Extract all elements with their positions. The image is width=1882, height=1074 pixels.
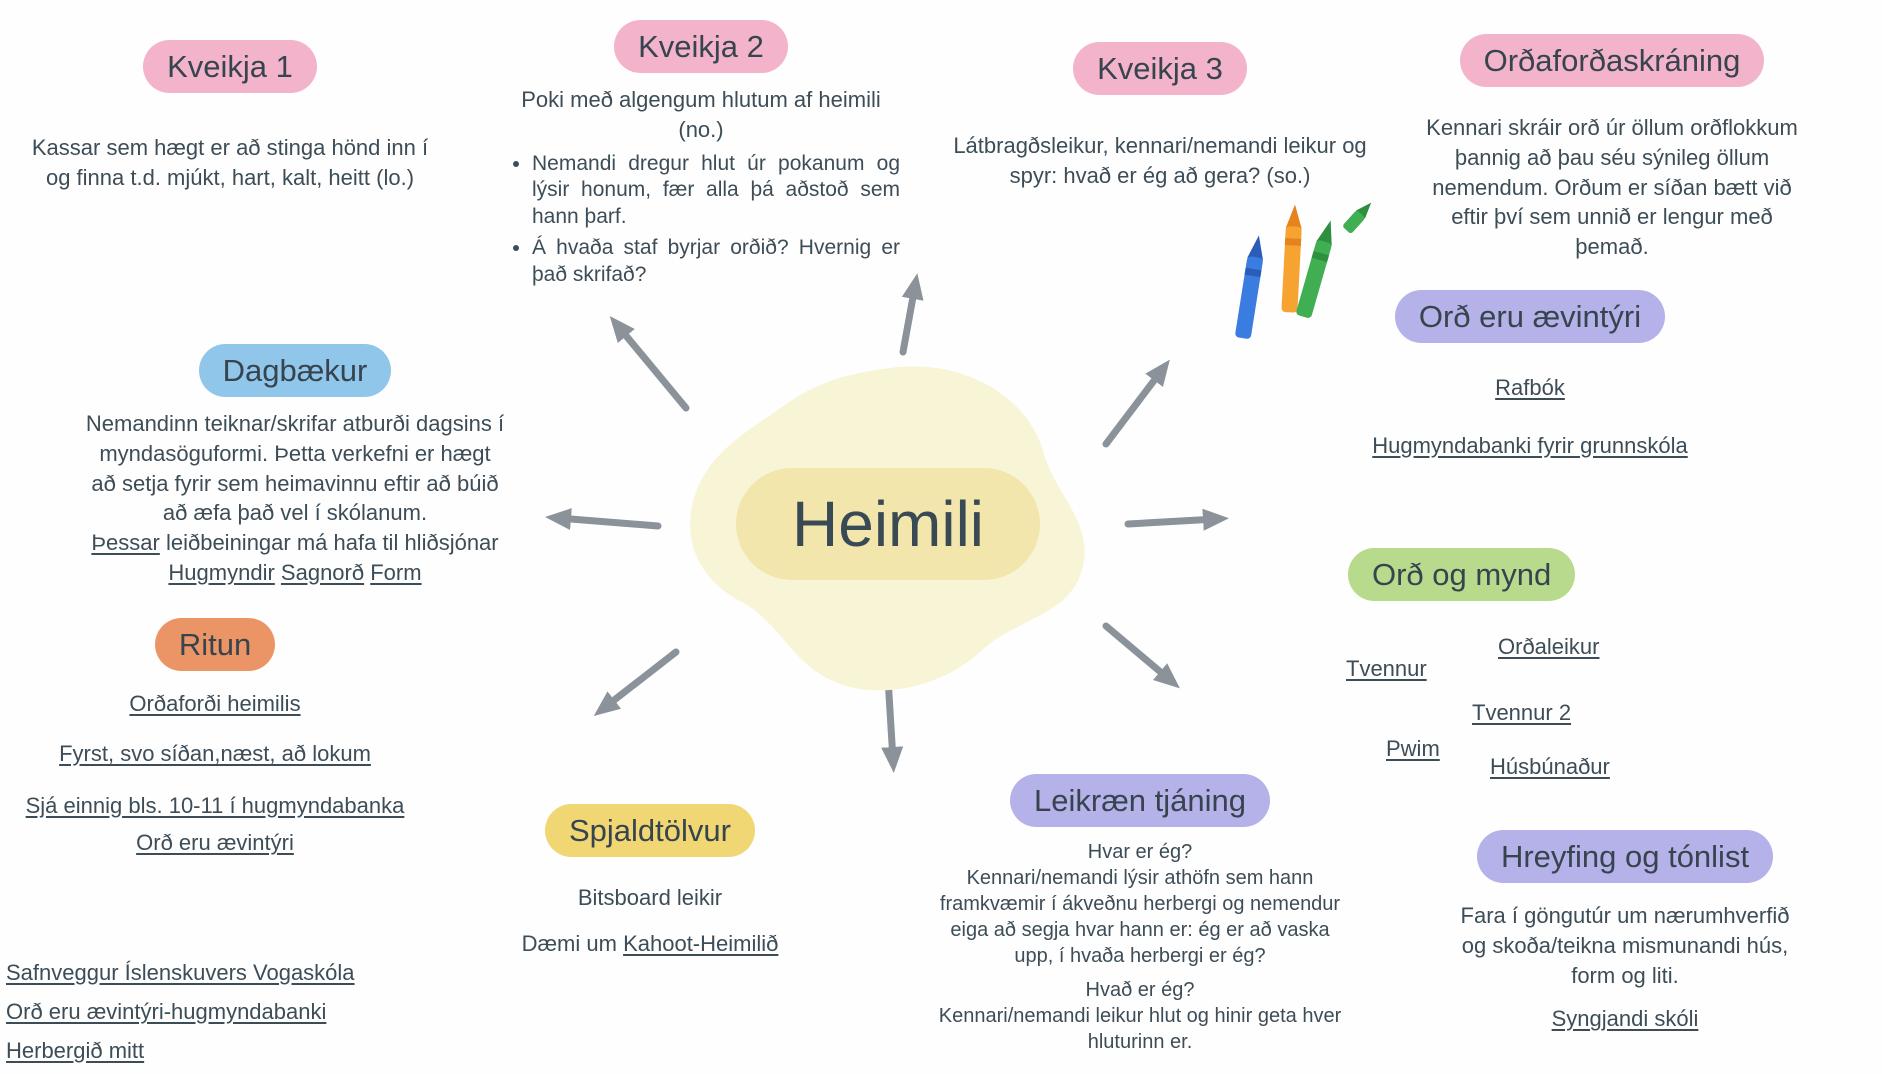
leikraen-badge: Leikræn tjáning: [1010, 774, 1270, 828]
kveikja2-bullet: Á hvaða staf byrjar orðið? Hvernig er þa…: [532, 235, 900, 289]
arrow-right: [1124, 508, 1229, 531]
crayon-blue-icon: [1235, 235, 1264, 339]
ord-og-mynd-link-ordaleikur[interactable]: Orðaleikur: [1498, 634, 1600, 659]
section-dagbaekur: Dagbækur Nemandinn teiknar/skrifar atbur…: [85, 344, 505, 587]
section-spjaldtolvur: Spjaldtölvur Bitsboard leikir Dæmi um Ka…: [440, 804, 860, 959]
spjaldtolvur-line1: Bitsboard leikir: [577, 885, 723, 911]
leikraen-q1: Hvar er ég?: [1087, 841, 1193, 864]
ritun-link-ord-eru-aevintyri[interactable]: Orð eru ævintýri: [136, 830, 294, 856]
arrow-up: [899, 273, 924, 356]
spjaldtolvur-line2: Dæmi um Kahoot-Heimilið: [440, 929, 860, 959]
ord-og-mynd-link-tvennur-2[interactable]: Tvennur 2: [1472, 700, 1572, 725]
ord-og-mynd-link-tvennur[interactable]: Tvennur: [1346, 656, 1427, 681]
kveikja2-bullet: Nemandi dregur hlut úr pokanum og lýsir …: [532, 151, 900, 232]
ordafordaskraning-text: Kennari skráir orð úr öllum orðflokkum þ…: [1426, 115, 1798, 259]
crayon-orange-icon: [1281, 204, 1302, 313]
arrow-upper-right: [1102, 359, 1170, 448]
kveikja3-text: Látbragðsleikur, kennari/nemandi leikur …: [953, 133, 1367, 188]
arrow-lower-left: [593, 648, 680, 716]
dagbaekur-link-form[interactable]: Form: [370, 559, 422, 585]
hreyfing-text: Fara í göngutúr um nærumhverfið og skoða…: [1460, 903, 1790, 988]
spjaldtolvur-link-kahoot[interactable]: Kahoot-Heimilið: [623, 930, 779, 956]
section-hreyfing-og-tonlist: Hreyfing og tónlist Fara í göngutúr um n…: [1450, 830, 1800, 1034]
ord-eru-aevintyri-link-hugmyndabanki[interactable]: Hugmyndabanki fyrir grunnskóla: [1372, 432, 1688, 458]
dagbaekur-badge: Dagbækur: [198, 344, 392, 398]
section-kveikja-3: Kveikja 3 Látbragðsleikur, kennari/neman…: [945, 42, 1375, 191]
kveikja2-intro: Poki með algengum hlutum af heimili (no.…: [521, 87, 881, 142]
leikraen-q2: Hvað er ég?: [1085, 979, 1195, 1002]
dagbaekur-link-hugmyndir[interactable]: Hugmyndir: [168, 559, 275, 585]
hreyfing-badge: Hreyfing og tónlist: [1476, 830, 1774, 884]
ord-eru-aevintyri-link-rafbok[interactable]: Rafbók: [1495, 375, 1565, 401]
dagbaekur-link-sagnord[interactable]: Sagnorð: [280, 559, 365, 585]
dagbaekur-text: Nemandinn teiknar/skrifar atburði dagsin…: [85, 411, 505, 526]
section-ritun: Ritun Orðaforði heimilis Fyrst, svo síða…: [10, 618, 420, 858]
arrow-down: [881, 674, 904, 773]
hreyfing-link-syngjandi-skoli[interactable]: Syngjandi skóli: [1551, 1006, 1699, 1032]
ord-eru-aevintyri-badge: Orð eru ævintýri: [1394, 290, 1666, 344]
footer-links: Safnveggur Íslenskuvers Vogaskóla Orð er…: [6, 960, 355, 1074]
arrow-left: [545, 508, 662, 531]
section-ordafordaskraning: Orðaforðaskráning Kennari skráir orð úr …: [1424, 34, 1800, 262]
kveikja1-text: Kassar sem hægt er að stinga hönd inn í …: [31, 135, 429, 190]
crayon-green-icon: [1296, 220, 1332, 318]
ord-og-mynd-link-husbunadur[interactable]: Húsbúnaður: [1490, 754, 1610, 779]
footer-link-safnveggur[interactable]: Safnveggur Íslenskuvers Vogaskóla: [6, 960, 355, 985]
crayon-green-small-icon: [1343, 202, 1372, 233]
section-kveikja-1: Kveikja 1 Kassar sem hægt er að stinga h…: [25, 40, 435, 193]
section-ord-og-mynd: Orð og mynd Tvennur Orðaleikur Tvennur 2…: [1330, 548, 1730, 788]
section-kveikja-2: Kveikja 2 Poki með algengum hlutum af he…: [502, 20, 900, 293]
section-leikraen-tjaning: Leikræn tjáning Hvar er ég? Kennari/nema…: [935, 774, 1345, 1055]
ordafordaskraning-badge: Orðaforðaskráning: [1459, 34, 1765, 88]
spjaldtolvur-badge: Spjaldtölvur: [545, 804, 755, 858]
ritun-badge: Ritun: [154, 618, 276, 672]
section-ord-eru-aevintyri: Orð eru ævintýri Rafbók Hugmyndabanki fy…: [1355, 290, 1705, 461]
kveikja2-bullet-list: Nemandi dregur hlut úr pokanum og lýsir …: [502, 151, 900, 289]
footer-link-herbergid-mitt[interactable]: Herbergið mitt: [6, 1038, 145, 1063]
dagbaekur-guidelines-text: leiðbeiningar má hafa til hliðsjónar: [165, 529, 499, 555]
arrow-upper-left: [609, 315, 690, 412]
ritun-link-hugmyndabanki-bls[interactable]: Sjá einnig bls. 10-11 í hugmyndabanka: [25, 792, 405, 818]
arrow-lower-right: [1102, 622, 1180, 689]
leikraen-p2: Kennari/nemandi leikur hlut og hinir get…: [938, 1005, 1342, 1054]
dagbaekur-guidelines-line: Þessar leiðbeiningar má hafa til hliðsjó…: [85, 528, 505, 558]
kveikja3-badge: Kveikja 3: [1073, 42, 1247, 96]
dagbaekur-links-row: Hugmyndir Sagnorð Form: [85, 558, 505, 588]
ord-og-mynd-link-pwim[interactable]: Pwim: [1386, 736, 1440, 761]
ritun-link-ordafordi-heimilis[interactable]: Orðaforði heimilis: [129, 691, 301, 717]
kveikja1-badge: Kveikja 1: [143, 40, 317, 94]
dagbaekur-link-thessar[interactable]: Þessar: [91, 529, 160, 555]
center-node-title: Heimili: [792, 488, 984, 560]
ritun-link-fyrst-svo-sidan[interactable]: Fyrst, svo síðan,næst, að lokum: [59, 740, 371, 766]
spjaldtolvur-line2-prefix: Dæmi um: [521, 930, 617, 956]
kveikja2-badge: Kveikja 2: [614, 20, 788, 74]
footer-link-hugmyndabanki[interactable]: Orð eru ævintýri-hugmyndabanki: [6, 999, 327, 1024]
ord-og-mynd-badge: Orð og mynd: [1348, 548, 1576, 602]
leikraen-p1: Kennari/nemandi lýsir athöfn sem hann fr…: [939, 867, 1341, 968]
